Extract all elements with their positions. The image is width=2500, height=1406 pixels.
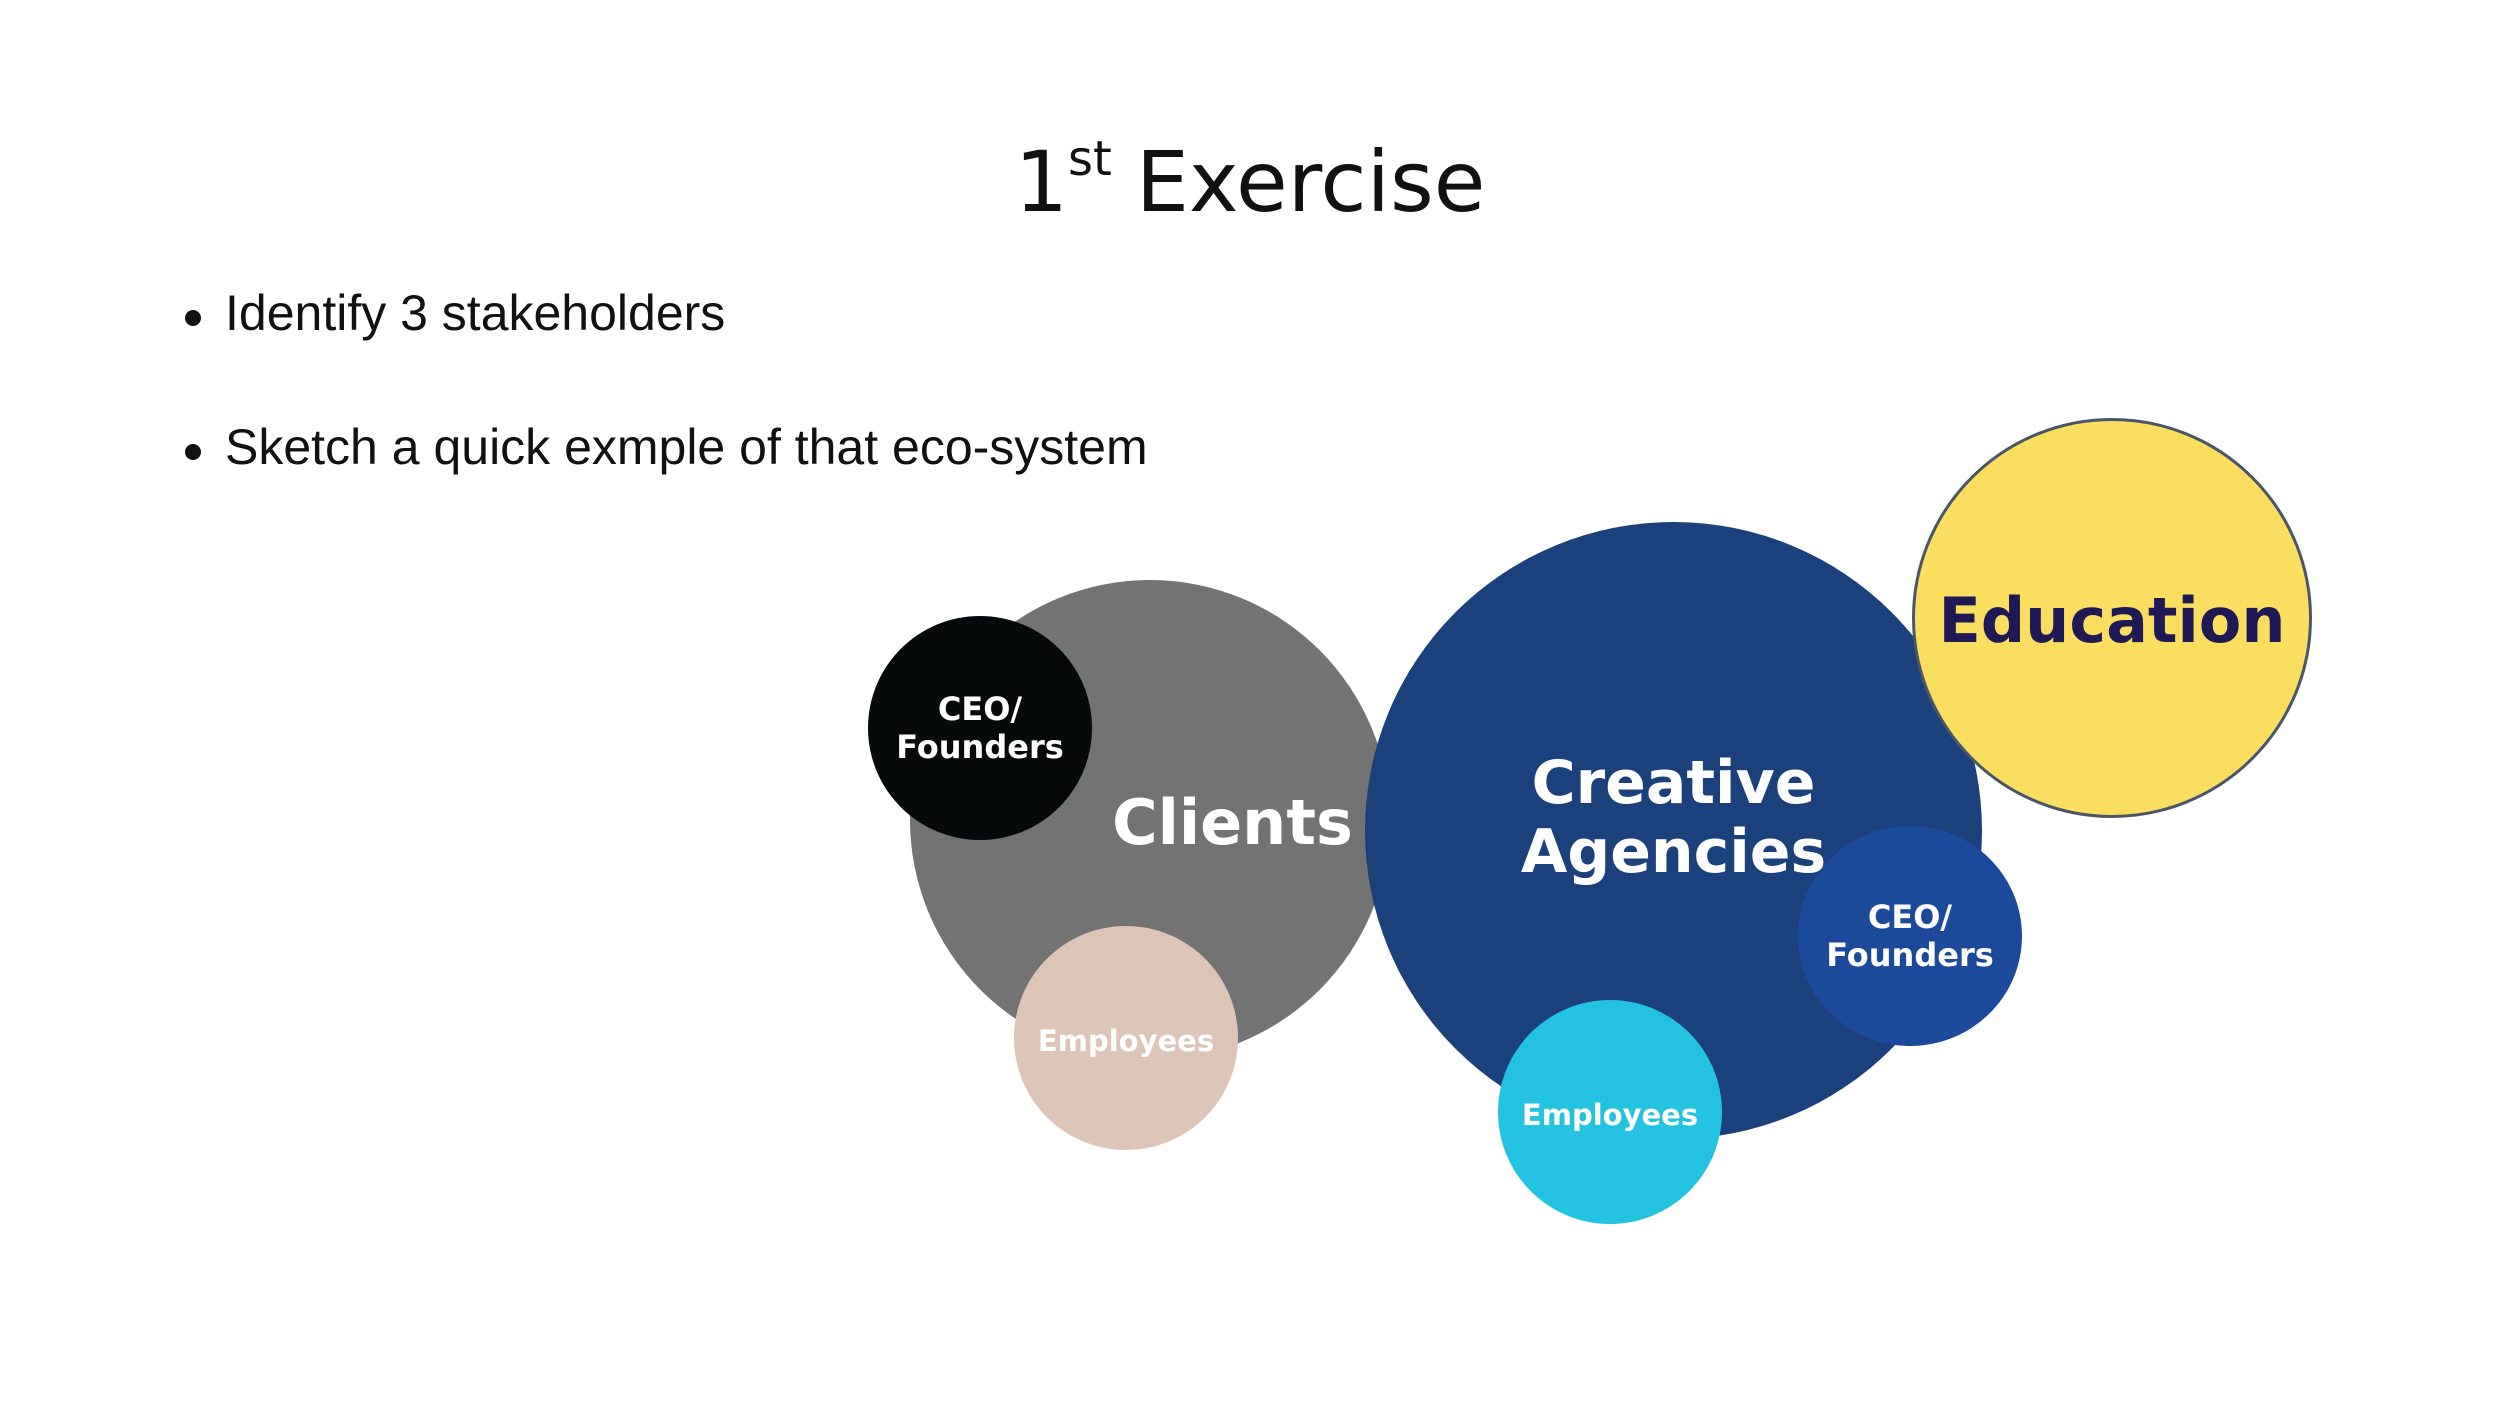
agencies-employees-bubble: Employees xyxy=(1498,1000,1722,1224)
title-text: Exercise xyxy=(1135,133,1486,231)
bullet-item: Identify 3 stakeholders xyxy=(180,288,1148,338)
bullet-item: Sketch a quick exmple of that eco-system xyxy=(180,422,1148,472)
agencies-ceo-founders-bubble: CEO/ Founders xyxy=(1798,826,2022,1046)
title-number: 1 xyxy=(1014,133,1069,231)
clients-employees-bubble: Employees xyxy=(1014,926,1238,1150)
education-bubble: Education xyxy=(1912,418,2312,818)
clients-ceo-founders-bubble: CEO/ Founders xyxy=(868,616,1092,840)
title-superscript: st xyxy=(1068,131,1112,187)
bullet-list: Identify 3 stakeholders Sketch a quick e… xyxy=(180,288,1148,556)
